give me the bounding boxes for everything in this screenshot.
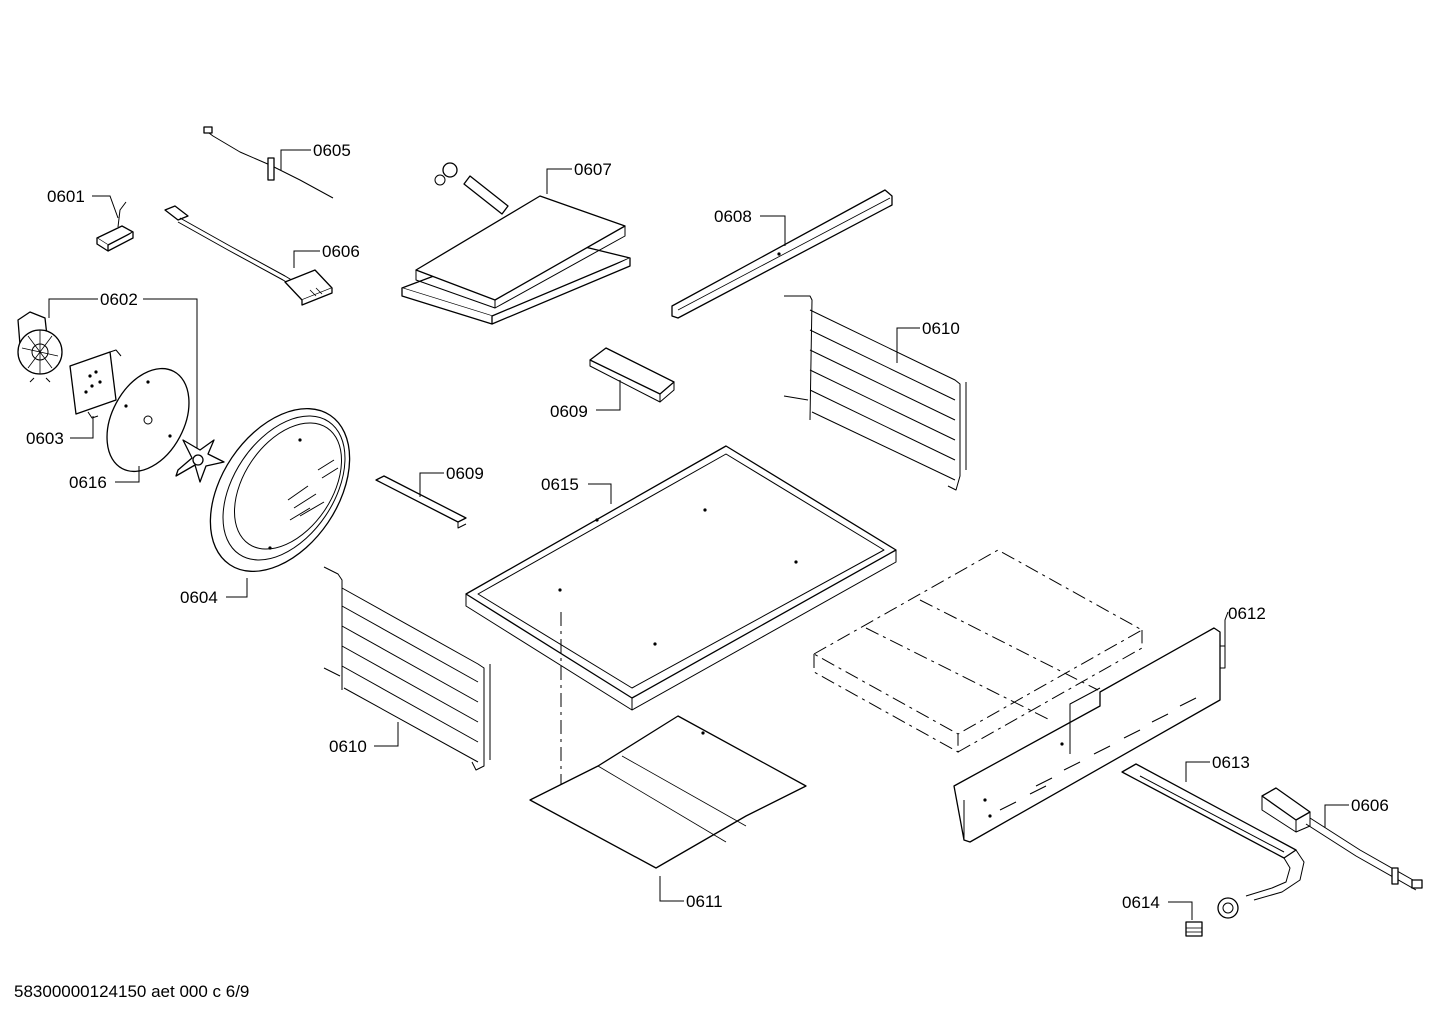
callout-label-0609-upper: 0609	[550, 402, 588, 421]
part-insulation-block	[812, 549, 1144, 753]
callout-label-0608: 0608	[714, 207, 752, 226]
callout-0609-lower: 0609	[419, 464, 484, 497]
callout-0608: 0608	[714, 207, 786, 246]
part-0605-sensor-wire	[203, 126, 334, 199]
callout-label-0606-left: 0606	[322, 242, 360, 261]
part-0616-round-cover	[106, 367, 190, 473]
callout-label-0604: 0604	[180, 588, 218, 607]
part-0614-nozzle	[1185, 921, 1203, 937]
callout-label-0602: 0602	[100, 290, 138, 309]
part-0611-bottom-sheet	[529, 715, 807, 869]
callout-0614: 0614	[1122, 893, 1193, 920]
callout-0601: 0601	[47, 187, 119, 219]
callout-0613: 0613	[1185, 753, 1250, 782]
part-0610-rack-lower	[323, 566, 491, 771]
callout-0606-left: 0606	[293, 242, 360, 268]
callout-0611: 0611	[659, 876, 723, 911]
callout-0602: 0602	[48, 290, 198, 448]
part-0604-fan-cover	[209, 407, 351, 573]
callout-label-0609-lower: 0609	[446, 464, 484, 483]
part-0606-sensor-left	[164, 205, 333, 306]
callout-0604: 0604	[180, 578, 248, 607]
part-0602-fan-motor	[17, 311, 63, 383]
part-0603-plate	[69, 349, 122, 419]
part-0610-rack-upper	[783, 295, 967, 491]
part-0615-tray	[465, 445, 897, 711]
callout-0605: 0605	[280, 141, 351, 170]
part-0609-bracket-lower	[375, 475, 467, 529]
callout-label-0616: 0616	[69, 473, 107, 492]
callout-0610-lower: 0610	[329, 722, 399, 756]
callout-0616: 0616	[69, 466, 140, 492]
callout-label-0607: 0607	[574, 160, 612, 179]
callout-label-0603: 0603	[26, 429, 64, 448]
callout-label-0606-right: 0606	[1351, 796, 1389, 815]
callout-label-0601: 0601	[47, 187, 85, 206]
callout-0609-upper: 0609	[550, 380, 621, 421]
part-0606-sensor-right	[1261, 787, 1423, 891]
callout-label-0612: 0612	[1228, 604, 1266, 623]
callout-label-0613: 0613	[1212, 753, 1250, 772]
callout-0606-right: 0606	[1324, 796, 1389, 828]
callout-label-0610-lower: 0610	[329, 737, 367, 756]
part-0607-heater-box	[401, 162, 631, 325]
callout-label-0614: 0614	[1122, 893, 1160, 912]
part-0612-rear-panel	[953, 627, 1226, 843]
part-0609-bracket-upper	[589, 347, 675, 403]
callout-label-0611: 0611	[686, 892, 723, 911]
callout-0612: 0612	[1224, 604, 1266, 650]
document-id: 58300000124150 aet 000 c 6/9	[14, 982, 249, 1001]
part-0601-module	[96, 201, 134, 252]
callout-label-0610-upper: 0610	[922, 319, 960, 338]
callout-0615: 0615	[541, 475, 612, 504]
callout-0603: 0603	[26, 416, 94, 448]
callout-0610-upper: 0610	[896, 319, 960, 363]
part-0613-burner-tube	[1121, 763, 1305, 919]
callout-label-0605: 0605	[313, 141, 351, 160]
callout-label-0615: 0615	[541, 475, 579, 494]
callout-0607: 0607	[546, 160, 612, 194]
part-0602-fan-blade	[175, 439, 225, 483]
part-0608-rail	[671, 189, 893, 319]
